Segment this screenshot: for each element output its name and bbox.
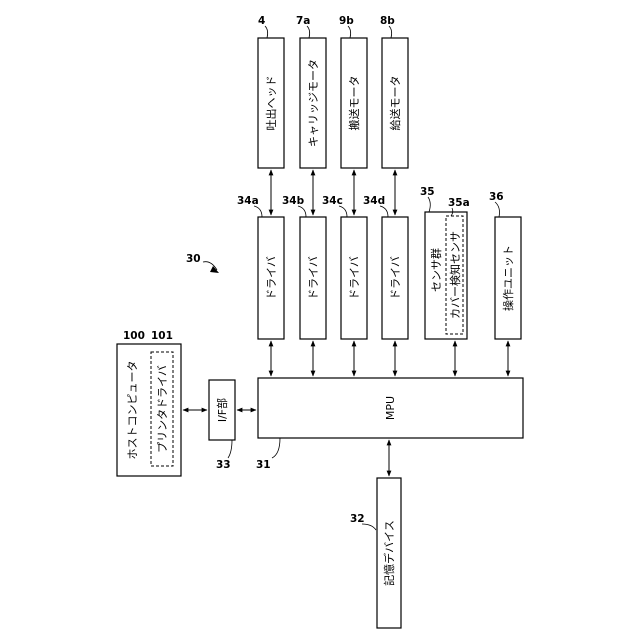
head-block: 吐出ヘッド 4 [258,15,284,168]
convey-motor-label: 搬送モータ [347,76,361,131]
driver-b-ref: 34b [282,195,305,207]
convey-motor-ref: 9b [339,15,354,27]
host-computer-label: ホストコンピュータ [126,361,139,460]
mpu-ref: 31 [256,459,271,471]
driver-d-ref: 34d [363,195,385,207]
sensor-group-block: センサ群 35 カバー検知センサ 35a [420,186,470,339]
driver-a-label: ドライバ [265,256,278,300]
interface-label: I/F部 [215,398,229,422]
driver-a-ref: 34a [237,195,259,207]
driver-a-block: ドライバ 34a [237,195,284,339]
operation-unit-ref: 36 [489,191,504,203]
interface-block: I/F部 33 [209,380,235,471]
head-label: 吐出ヘッド [264,76,278,131]
mpu-label: MPU [384,396,397,420]
driver-d-block: ドライバ 34d [363,195,408,339]
sensor-group-label: センサ群 [429,248,443,292]
operation-unit-block: 操作ユニット 36 [489,191,521,339]
driver-c-label: ドライバ [348,256,361,300]
host-computer-ref: 100 [123,330,145,342]
storage-ref: 32 [350,513,365,525]
feed-motor-ref: 8b [380,15,395,27]
carriage-motor-block: キャリッジモータ 7a [296,15,326,168]
feed-motor-label: 給送モータ [388,76,402,131]
driver-c-block: ドライバ 34c [322,195,367,339]
carriage-motor-ref: 7a [296,15,310,27]
driver-d-label: ドライバ [389,256,402,300]
interface-ref: 33 [216,459,231,471]
storage-block: 記憶デバイス 32 [350,478,401,628]
driver-b-block: ドライバ 34b [282,195,326,339]
convey-motor-block: 搬送モータ 9b [339,15,367,168]
head-ref: 4 [258,15,265,27]
printer-driver-label: プリンタドライバ [156,365,169,453]
sensor-group-ref: 35 [420,186,435,198]
system-ref: 30 [186,253,219,273]
cover-sensor-ref: 35a [448,197,470,209]
feed-motor-block: 給送モータ 8b [380,15,408,168]
driver-b-label: ドライバ [307,256,320,300]
driver-c-ref: 34c [322,195,343,207]
operation-unit-label: 操作ユニット [501,245,515,311]
printer-driver-ref: 101 [151,330,173,342]
host-computer-block: ホストコンピュータ 100 プリンタドライバ 101 [117,330,181,476]
system-ref-label: 30 [186,253,201,265]
cover-sensor-label: カバー検知センサ [448,231,462,319]
carriage-motor-label: キャリッジモータ [307,59,320,147]
storage-label: 記憶デバイス [382,520,396,586]
